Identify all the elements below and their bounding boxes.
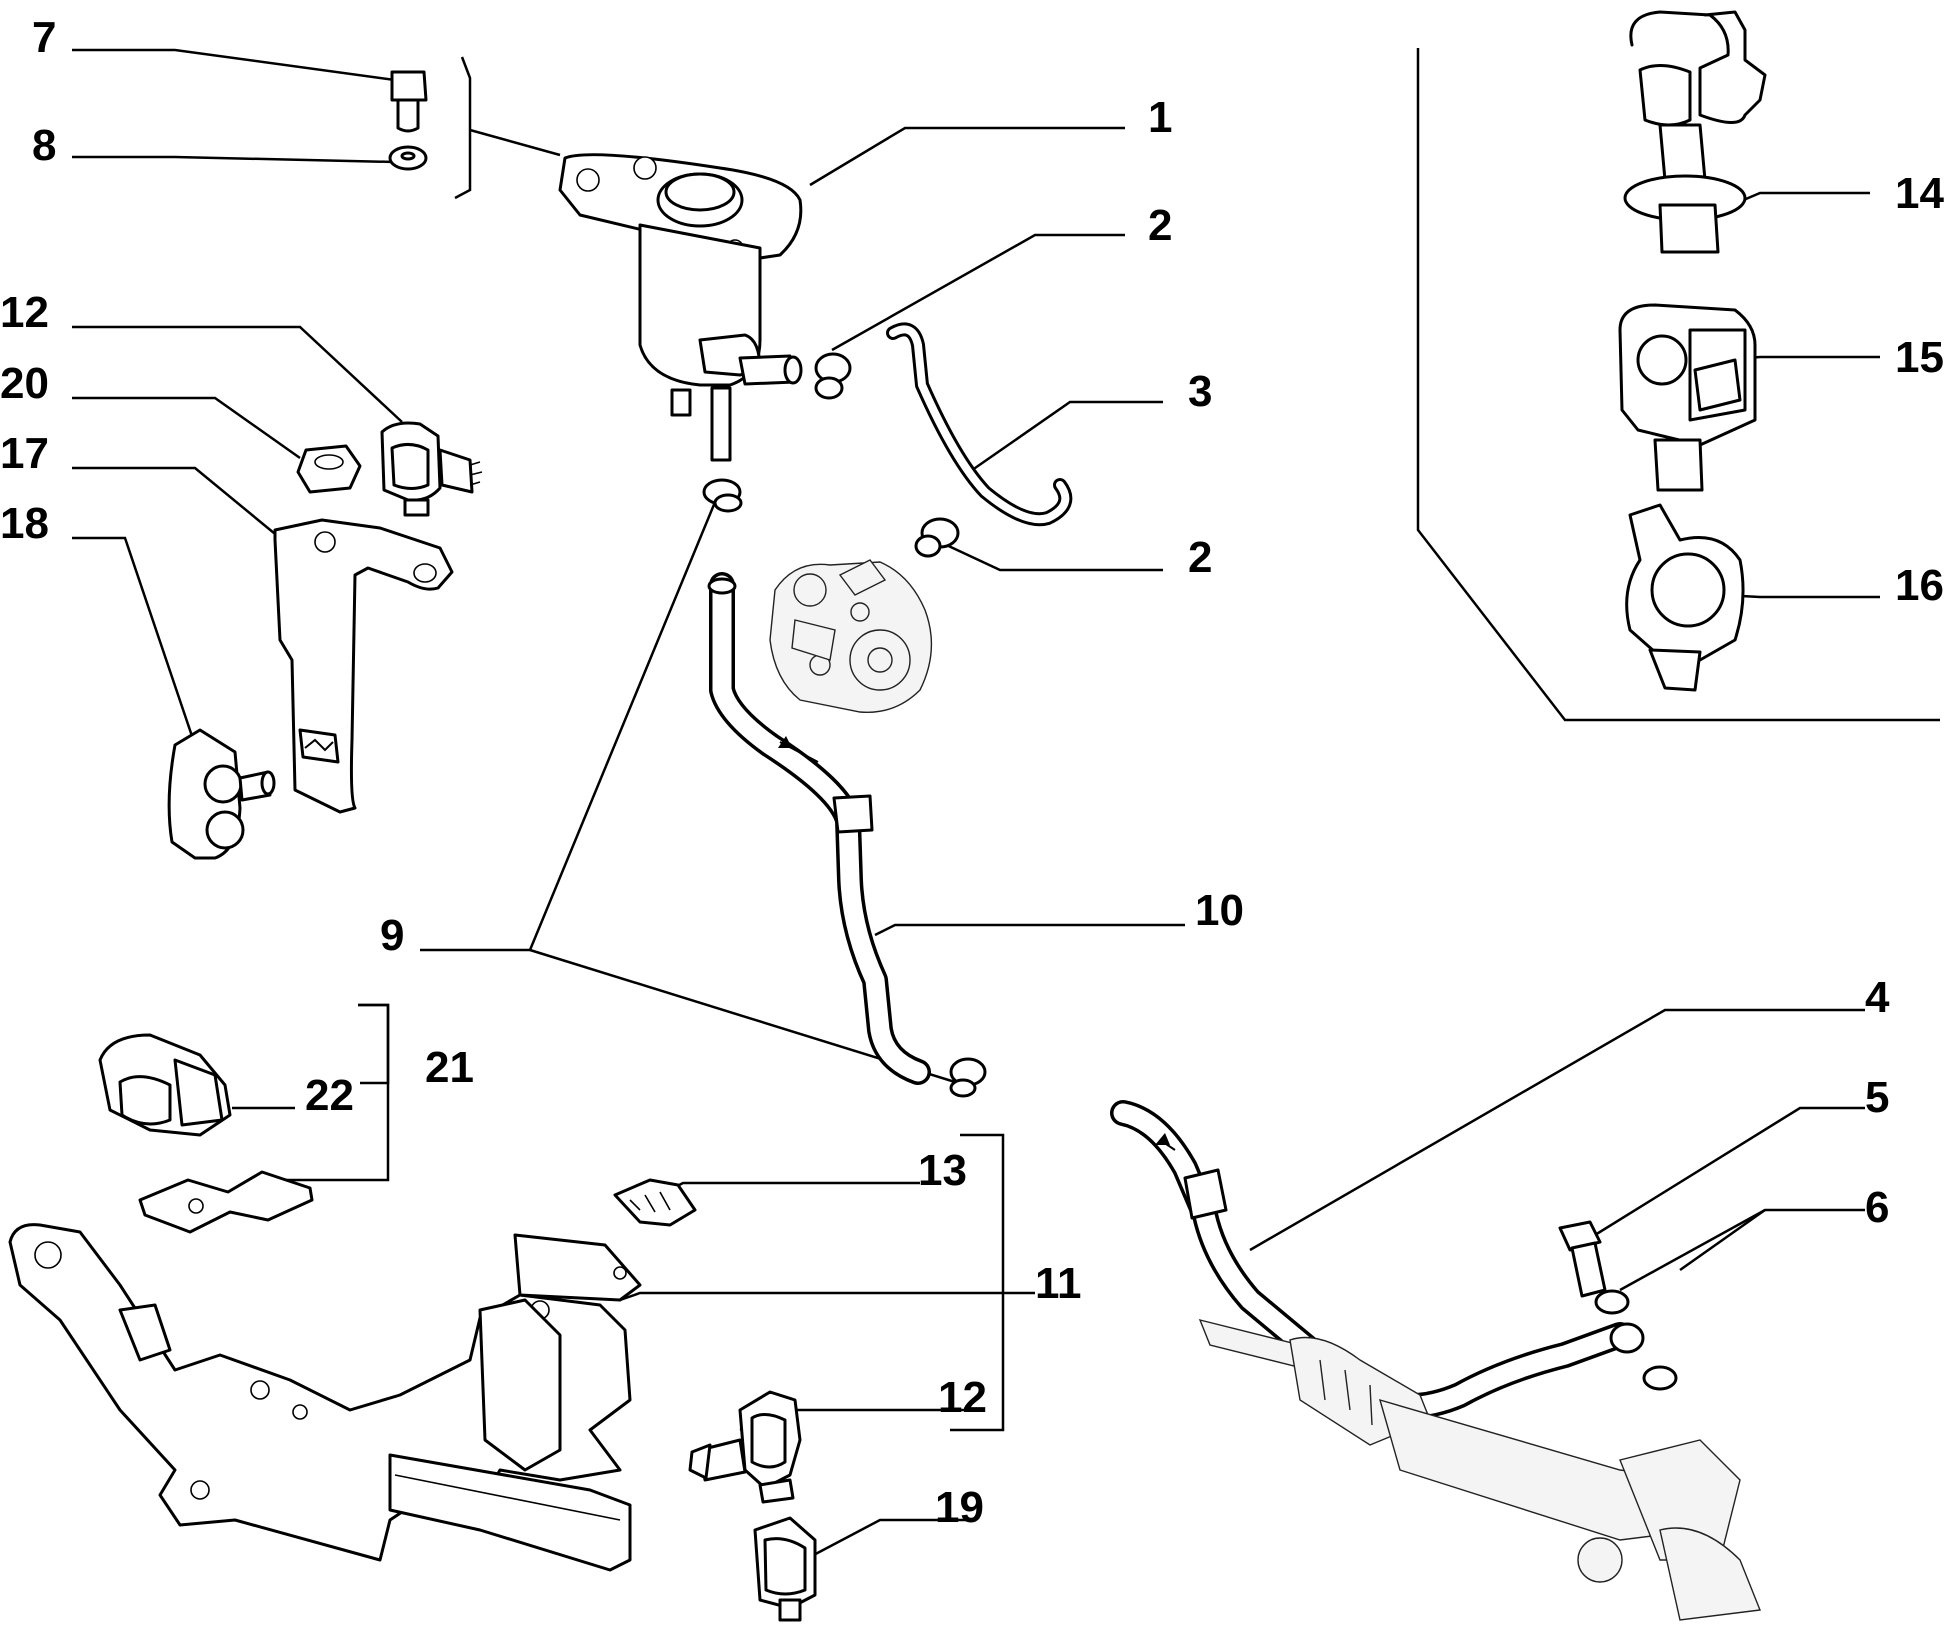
hose-clamp-part-2-lower [914,517,960,558]
steering-rack [1198,1318,1761,1621]
callout-7: 7 [32,13,56,62]
hose-clamp-part-9-upper [702,478,743,513]
callout-1: 1 [1148,93,1172,142]
clip-part-19 [753,1516,817,1622]
clip-part-16 [1625,503,1745,692]
clip-part-15 [1618,303,1757,492]
callout-10: 10 [1195,886,1244,935]
clamp-part-22 [98,1033,232,1137]
bolt-part-5 [1558,1220,1607,1298]
callout-11: 11 [1035,1259,1082,1308]
callout-6: 6 [1865,1183,1889,1232]
plate-part-21 [138,1170,314,1234]
pipe-part-3 [886,322,1073,527]
hose-clamp-part-9-lower [949,1057,987,1098]
callout-2-lower: 2 [1188,533,1212,582]
callout-12-upper: 12 [0,288,49,337]
callout-15: 15 [1895,333,1944,382]
callout-17: 17 [0,429,49,478]
callout-19: 19 [935,1483,984,1532]
callout-20: 20 [0,359,49,408]
callout-21: 21 [425,1043,474,1092]
power-steering-pump [769,559,933,714]
callout-18: 18 [0,499,49,548]
callout-3: 3 [1188,367,1212,416]
washer-part-6-lower [1642,1365,1678,1391]
callout-16: 16 [1895,561,1944,610]
callout-5: 5 [1865,1073,1889,1122]
callout-2-upper: 2 [1148,201,1172,250]
hose-clamp-part-2-upper [814,352,852,400]
bolt-part-7 [390,70,428,133]
clip-part-12-upper [380,421,483,517]
callout-4: 4 [1865,973,1890,1022]
reservoir-part-1 [558,153,803,462]
nut-part-20 [296,444,362,494]
clip-part-14 [1623,10,1767,254]
hose-part-4 [1110,1100,1645,1420]
callout-9: 9 [380,911,404,960]
callout-22: 22 [305,1071,354,1120]
callout-labels: 7 8 1 2 3 2 12 20 17 18 14 15 16 10 9 4 … [0,13,1944,1532]
clip-part-18 [167,728,276,860]
callout-12-lower: 12 [938,1373,987,1422]
clip-part-12-lower [688,1390,802,1504]
hose-part-10 [707,572,931,1085]
washer-part-6-upper [1594,1289,1630,1315]
callout-8: 8 [32,121,56,170]
callout-14: 14 [1895,169,1944,218]
bracket-part-11 [8,1223,642,1572]
washer-part-8 [388,145,428,171]
callout-13: 13 [918,1146,967,1195]
bracket-part-17 [273,518,454,814]
clip-part-13 [613,1178,697,1227]
